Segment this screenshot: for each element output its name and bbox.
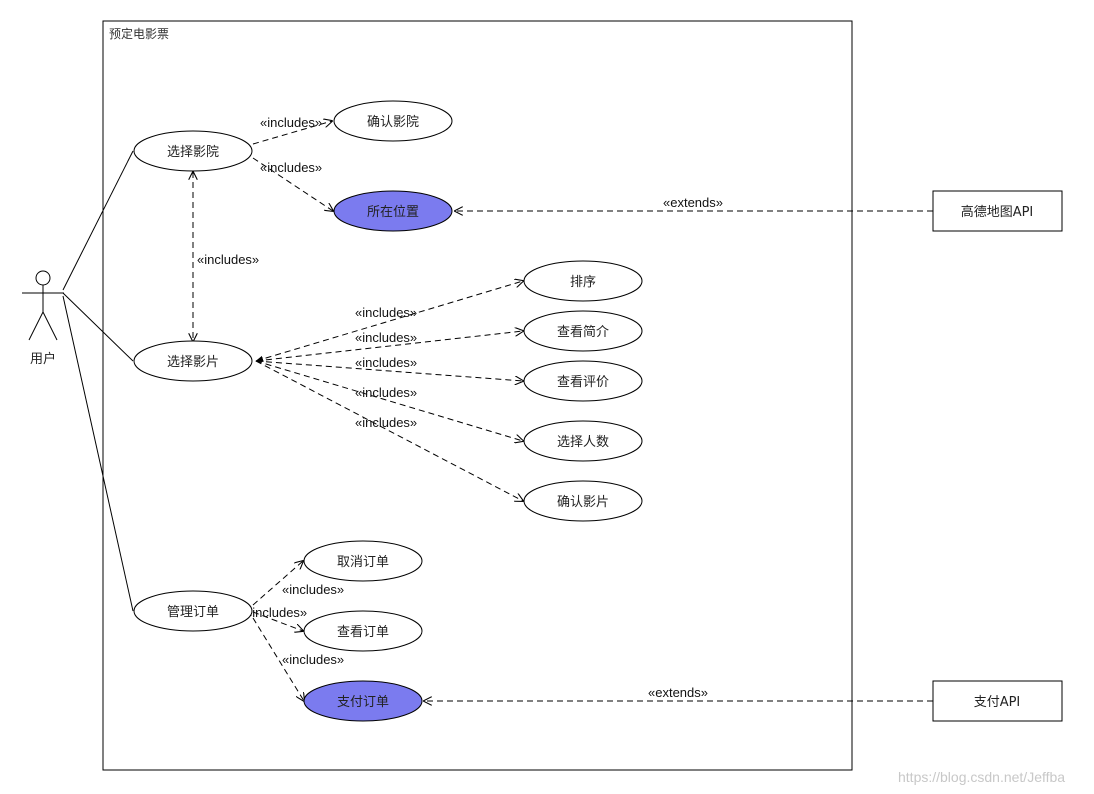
svg-text:支付API: 支付API [974,695,1021,710]
use-case-confirm-cinema[interactable]: 确认影院 [333,100,453,142]
svg-text:选择影片: 选择影片 [167,355,219,370]
label-includes-view-intro: «includes» [355,330,417,345]
use-case-cancel-order[interactable]: 取消订单 [303,540,423,582]
label-includes-view-order: «includes» [245,605,307,620]
actor-user[interactable] [22,270,64,341]
svg-text:高德地图API: 高德地图API [961,204,1034,220]
association-select-film [62,292,134,362]
label-extends-pay-api: «extends» [648,685,708,700]
label-includes-cinema-film: «includes» [197,252,259,267]
include-edge-sort [256,281,523,361]
label-includes-cancel-order: «includes» [282,582,344,597]
svg-text:管理订单: 管理订单 [167,605,219,620]
use-case-select-film[interactable]: 选择影片 [133,340,253,382]
use-case-confirm-film[interactable]: 确认影片 [523,480,643,522]
include-edge-view-order [252,611,303,631]
association-manage-orders [62,295,134,612]
actor-leg-right [42,311,58,341]
system-title: 预定电影票 [109,26,169,41]
include-edge-location [252,157,333,211]
use-case-view-reviews[interactable]: 查看评价 [523,360,643,402]
include-edge-cancel-order [252,561,303,606]
actor-label: 用户 [30,351,56,367]
system-boundary [102,20,853,771]
label-includes-pay-order: «includes» [282,652,344,667]
use-case-view-order[interactable]: 查看订单 [303,610,423,652]
svg-text:确认影院: 确认影院 [367,115,419,130]
actor-head [35,270,51,286]
label-includes-view-reviews: «includes» [355,355,417,370]
svg-text:排序: 排序 [570,275,596,290]
svg-text:取消订单: 取消订单 [337,555,389,570]
label-includes-location: «includes» [260,160,322,175]
svg-text:查看订单: 查看订单 [337,624,389,640]
include-edge-pay-order [252,617,304,701]
svg-text:选择影院: 选择影院 [167,145,219,160]
include-edge-view-reviews [255,360,523,381]
use-case-view-intro[interactable]: 查看简介 [523,310,643,352]
use-case-sort[interactable]: 排序 [523,260,643,302]
watermark: https://blog.csdn.net/Jeffba [898,769,1065,785]
include-edge-select-count [255,360,523,441]
include-edge-confirm-film [255,360,523,501]
external-amap-api[interactable]: 高德地图API [932,190,1063,232]
label-includes-confirm-film: «includes» [355,415,417,430]
svg-text:查看简介: 查看简介 [557,324,609,340]
include-edge-view-intro [255,331,523,362]
use-case-manage-orders[interactable]: 管理订单 [133,590,253,632]
label-includes-confirm-cinema: «includes» [260,115,322,130]
external-pay-api[interactable]: 支付API [932,680,1063,722]
use-case-location[interactable]: 所在位置 [333,190,453,232]
svg-text:查看评价: 查看评价 [557,374,609,390]
svg-text:支付订单: 支付订单 [337,695,389,710]
include-edge-confirm-cinema [252,121,332,145]
label-includes-select-count: «includes» [355,385,417,400]
use-case-select-count[interactable]: 选择人数 [523,420,643,462]
use-case-pay-order[interactable]: 支付订单 [303,680,423,722]
svg-text:所在位置: 所在位置 [367,205,419,220]
actor-leg-left [28,311,44,341]
association-select-cinema [62,150,134,291]
use-case-select-cinema[interactable]: 选择影院 [133,130,253,172]
label-includes-sort: «includes» [355,305,417,320]
svg-text:选择人数: 选择人数 [557,435,609,450]
svg-text:确认影片: 确认影片 [557,495,609,510]
label-extends-amap: «extends» [663,195,723,210]
